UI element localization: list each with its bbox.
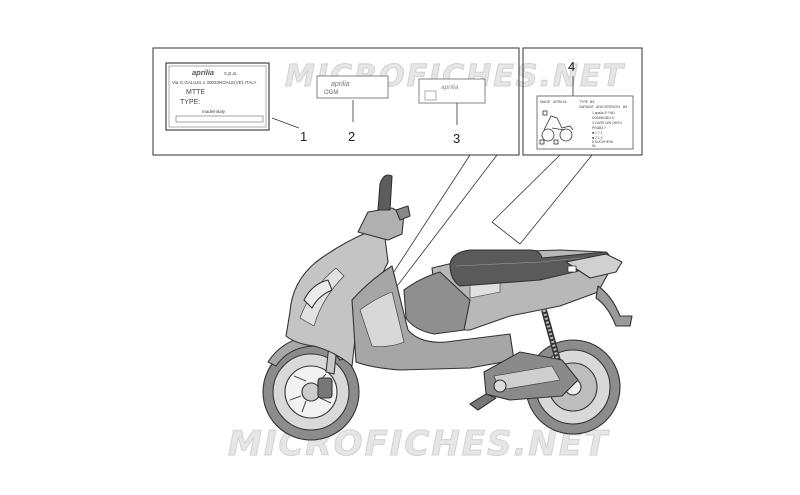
tyre-label-panel-frame bbox=[522, 47, 643, 156]
callout-1[interactable]: 1 bbox=[300, 129, 307, 144]
label-1-brand: aprilia bbox=[192, 68, 214, 77]
callout-2[interactable]: 2 bbox=[348, 129, 355, 144]
panel-to-scooter-leaders bbox=[381, 154, 593, 299]
label-3-box bbox=[424, 90, 437, 101]
tail-section bbox=[565, 253, 623, 279]
label-4-line-6: ■ 2 1 4 bbox=[592, 136, 603, 140]
label-1-made-in: madeinItaly bbox=[202, 109, 226, 114]
rear-light bbox=[567, 265, 577, 273]
kickstart-pivot bbox=[493, 379, 507, 393]
label-3-sticker[interactable]: aprilia bbox=[418, 78, 486, 104]
label-1-serial-box bbox=[175, 115, 264, 123]
label-4-line-8: NL bbox=[592, 144, 596, 148]
rear-shock bbox=[541, 309, 563, 369]
side-scoop bbox=[403, 271, 471, 335]
label-1-model: MTTE bbox=[186, 89, 205, 96]
label-4-line-5: ■ 1 7 1 bbox=[592, 131, 603, 135]
label-2-sticker[interactable]: aprilia OGM bbox=[316, 75, 389, 99]
callout-4[interactable]: 4 bbox=[568, 59, 575, 74]
seat-seam bbox=[455, 255, 603, 267]
label-4-header-brand: APRILIA bbox=[553, 100, 567, 104]
callout-3[interactable]: 3 bbox=[453, 131, 460, 146]
tyre-label-panel: 4 MADE APRILIA TYPE B5 VARIANT AND VERSI… bbox=[522, 47, 643, 156]
label-4-header-code: B5 bbox=[590, 100, 594, 104]
label-4-scooter-pictogram bbox=[539, 110, 574, 145]
leader-line-1 bbox=[271, 117, 300, 129]
rear-fender bbox=[595, 285, 633, 327]
label-4-header-variant: VARIANT bbox=[579, 105, 595, 109]
label-4-header-num: B5 bbox=[623, 105, 627, 109]
label-4-line-3: 3 CARS N/N OMTU bbox=[592, 121, 623, 125]
labels-panel-frame bbox=[152, 47, 520, 156]
label-4-line-7: 5 SUCEHEVA bbox=[592, 140, 614, 144]
floor-panel-inner bbox=[359, 291, 405, 347]
label-4-header-made: MADE bbox=[540, 100, 551, 104]
mirror bbox=[377, 174, 393, 211]
label-4-line-4: PRAB3 ? bbox=[592, 126, 606, 130]
label-4-header-version: VERSION bbox=[604, 105, 620, 109]
label-1-company: s.p.a. bbox=[224, 71, 238, 77]
label-4-header-type: TYPE bbox=[579, 100, 589, 104]
label-4-tyre-sticker[interactable]: MADE APRILIA TYPE B5 VARIANT AND VERSION… bbox=[536, 95, 634, 150]
label-1-plate[interactable]: aprilia s.p.a. Via G.GALILEI,1 30033NOAL… bbox=[165, 62, 270, 131]
scooter-illustration bbox=[262, 174, 633, 441]
label-2-brand: aprilia bbox=[331, 81, 350, 88]
brake-caliper bbox=[317, 377, 333, 399]
label-4-line-2: DOMINGBO 5 bbox=[592, 116, 614, 120]
labels-panel: aprilia s.p.a. Via G.GALILEI,1 30033NOAL… bbox=[152, 47, 520, 156]
label-3-brand: aprilia bbox=[441, 84, 459, 91]
side-stand bbox=[469, 393, 497, 411]
headlight bbox=[303, 279, 333, 309]
label-4-line-1: 1 spalla 5 ?%D bbox=[592, 111, 615, 115]
label-1-address: Via G.GALILEI,1 30033NOALE(VE)-ITALY bbox=[172, 80, 257, 85]
label-1-type-label: TYPE: bbox=[180, 99, 200, 106]
label-4-header-and: AND bbox=[596, 105, 604, 109]
handlebar-grip bbox=[395, 205, 411, 221]
label-2-code: OGM bbox=[324, 90, 338, 96]
